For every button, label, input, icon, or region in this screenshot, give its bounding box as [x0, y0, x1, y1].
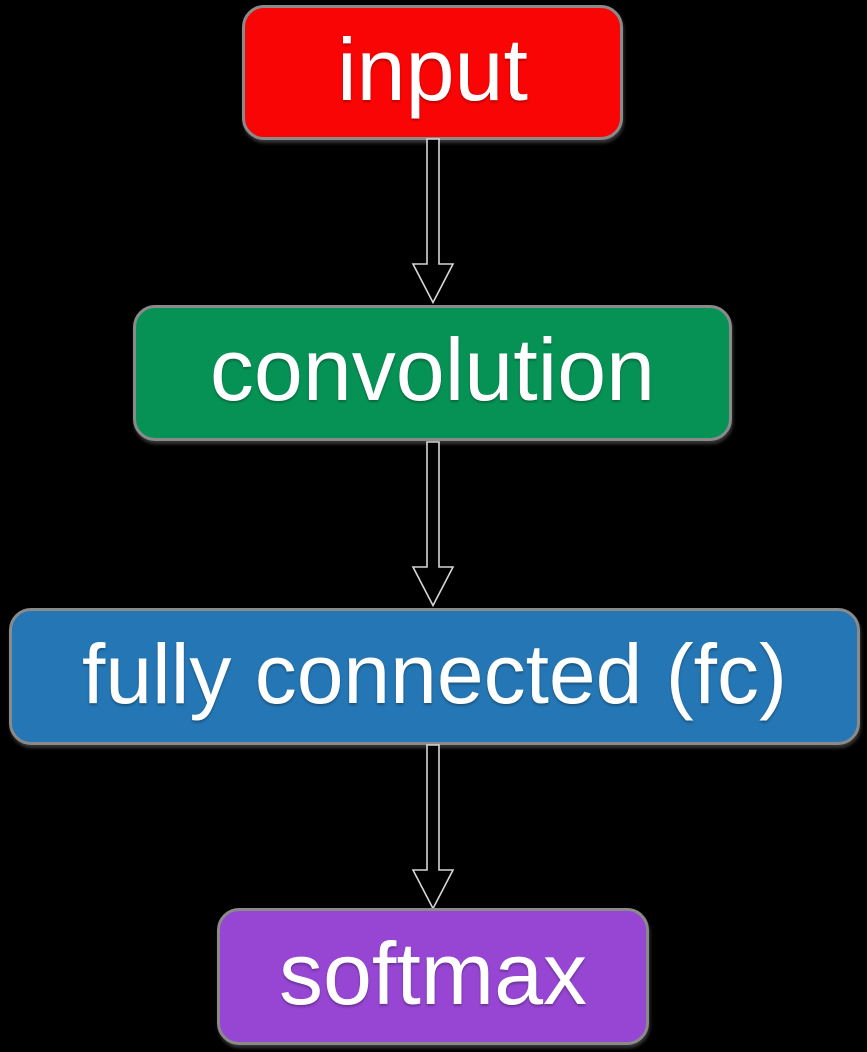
arrow-shape: [411, 744, 455, 910]
node-convolution: convolution: [133, 305, 732, 441]
node-input: input: [242, 5, 623, 140]
node-input-label: input: [337, 19, 528, 119]
arrow-convolution-to-fully-connected: [411, 441, 455, 607]
node-softmax: softmax: [217, 908, 649, 1045]
arrow-shape: [411, 441, 455, 607]
arrow-fully-connected-to-softmax: [411, 744, 455, 910]
node-fully-connected: fully connected (fc): [9, 608, 860, 745]
node-fully-connected-label: fully connected (fc): [82, 626, 787, 721]
arrow-shape: [411, 138, 455, 304]
node-convolution-label: convolution: [209, 320, 656, 419]
node-softmax-label: softmax: [278, 923, 588, 1023]
arrow-input-to-convolution: [411, 138, 455, 304]
